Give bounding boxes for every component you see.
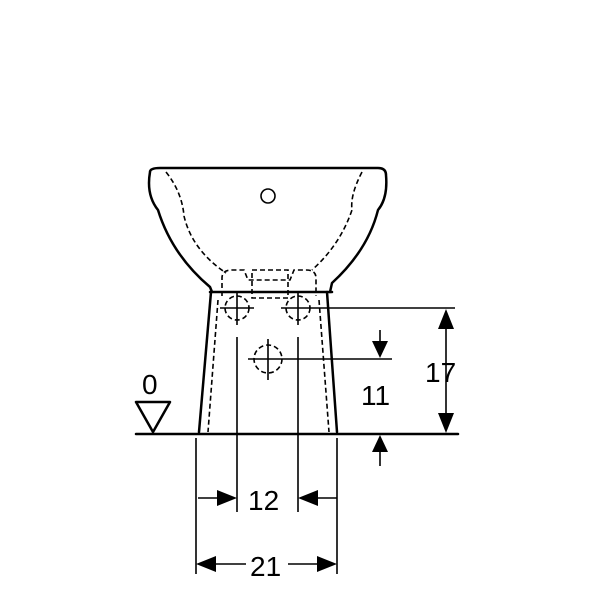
pedestal-right-hidden-line (318, 299, 330, 433)
tap-hole (260, 188, 276, 204)
dimension-height-outlet: 11 (361, 330, 390, 466)
dimension-base-width-label: 21 (250, 551, 281, 582)
dimension-inlet-spacing: 12 (198, 485, 337, 516)
floor-level-triangle (134, 400, 172, 434)
trap-hidden-box (251, 269, 289, 299)
dimension-height-inlet-label: 17 (425, 357, 456, 388)
pedestal-left-hidden-line (207, 299, 219, 433)
outlet-connection (248, 339, 392, 380)
dimension-base-width: 21 (196, 551, 337, 582)
bowl-inner-hidden-line (165, 171, 363, 274)
trap-hidden-outline (221, 269, 317, 296)
inlet-right (281, 291, 455, 325)
pedestal-right-side (325, 290, 339, 434)
dimension-height-inlet: 17 (425, 309, 456, 433)
dimension-height-outlet-label: 11 (361, 380, 390, 411)
floor-level-label: 0 (142, 369, 158, 400)
dimension-inlet-spacing-label: 12 (248, 485, 279, 516)
floor-level-marker: 0 (134, 369, 172, 434)
inlet-left (220, 291, 254, 325)
pedestal-left-side (197, 290, 213, 434)
bowl-outline (147, 166, 388, 294)
